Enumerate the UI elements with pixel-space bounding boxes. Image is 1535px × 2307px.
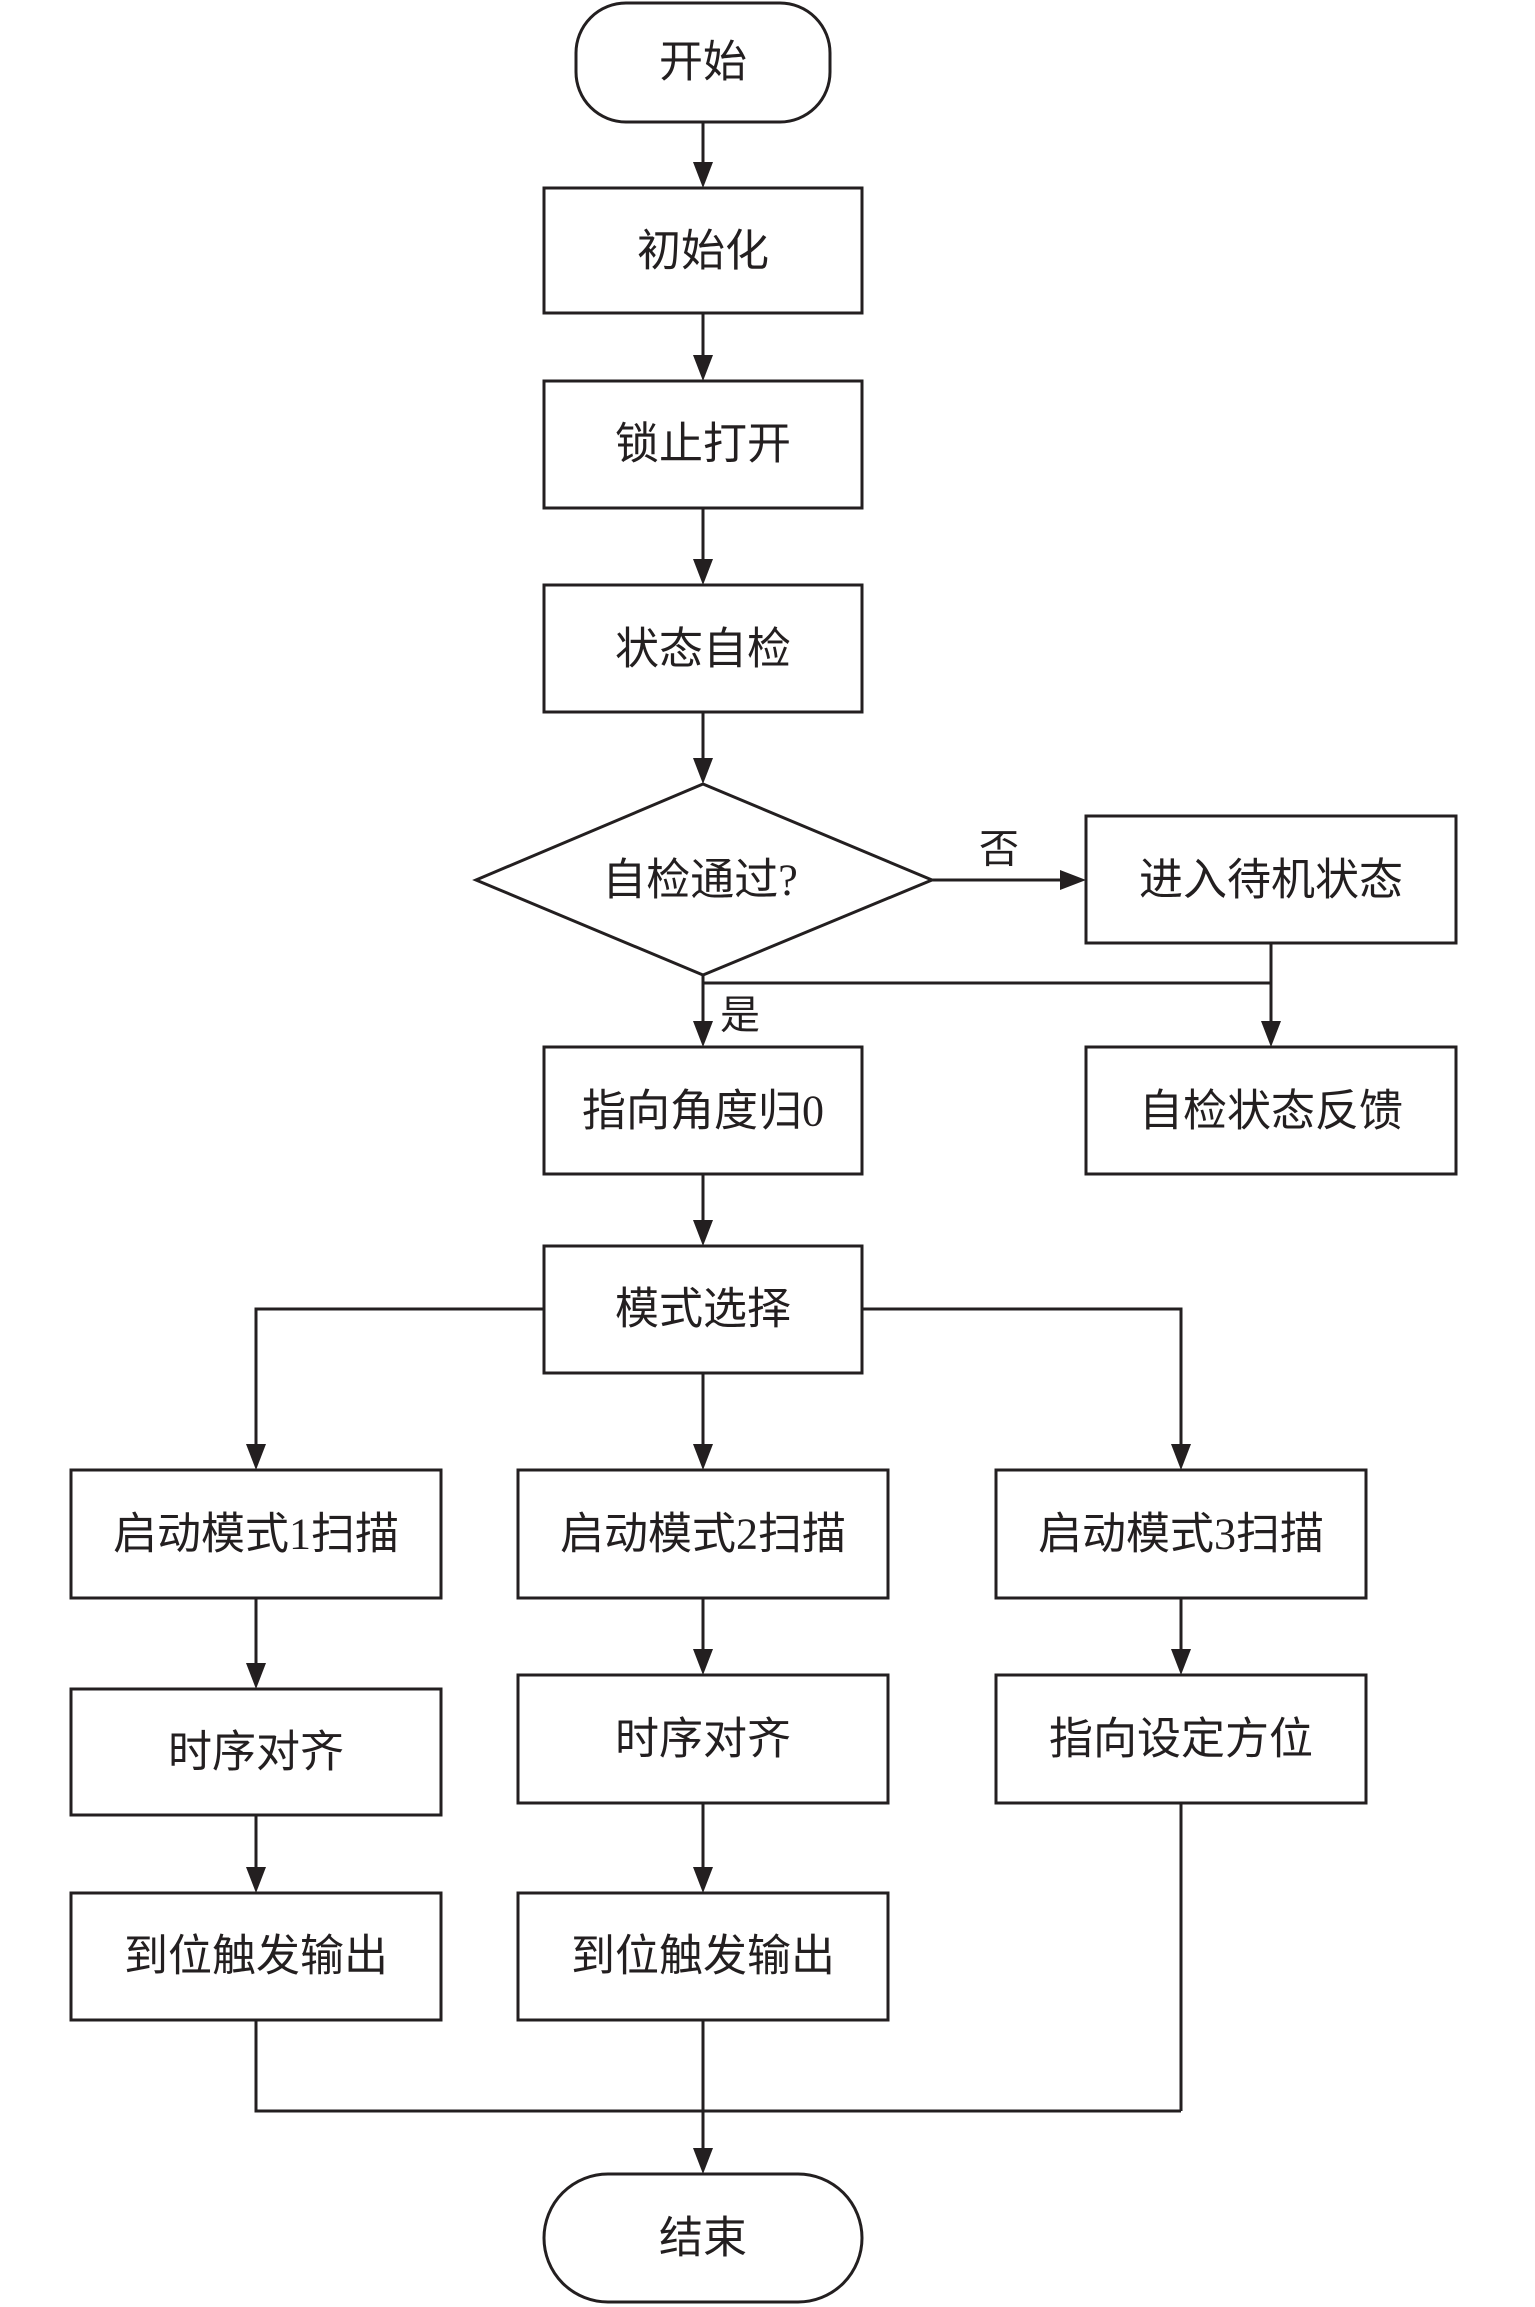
node-init: 初始化 bbox=[542, 186, 864, 315]
node-mode3-label: 启动模式3扫描 bbox=[1038, 1510, 1324, 1559]
edge-timing2-to-trigger2 bbox=[693, 1803, 713, 1893]
node-mode2-label: 启动模式2扫描 bbox=[560, 1510, 846, 1559]
node-unlock-label: 锁止打开 bbox=[615, 420, 791, 469]
node-mode1: 启动模式1扫描 bbox=[69, 1468, 443, 1600]
node-feedback-label: 自检状态反馈 bbox=[1139, 1087, 1403, 1136]
edge-timing1-to-trigger1 bbox=[246, 1815, 266, 1893]
node-mode3: 启动模式3扫描 bbox=[994, 1468, 1368, 1600]
node-timing1-label: 时序对齐 bbox=[168, 1728, 344, 1777]
arrowhead bbox=[693, 355, 713, 381]
arrowhead bbox=[693, 1649, 713, 1675]
node-decision-label: 自检通过? bbox=[602, 856, 798, 905]
node-timing2-label: 时序对齐 bbox=[615, 1715, 791, 1764]
node-feedback: 自检状态反馈 bbox=[1084, 1045, 1458, 1176]
edge-mode-select-to-mode1 bbox=[246, 1307, 544, 1470]
node-trigger2-label: 到位触发输出 bbox=[571, 1932, 835, 1981]
edge-mode-select-to-mode3 bbox=[862, 1307, 1191, 1470]
edge-check-to-decision bbox=[693, 712, 713, 784]
node-start: 开始 bbox=[574, 1, 832, 124]
node-end: 结束 bbox=[542, 2172, 864, 2304]
arrowhead bbox=[246, 1444, 266, 1470]
arrowhead bbox=[246, 1867, 266, 1893]
arrowhead bbox=[1060, 870, 1086, 890]
edge-trigger1-to-merge bbox=[254, 2020, 1181, 2113]
arrowhead bbox=[693, 1444, 713, 1470]
arrowhead bbox=[693, 2148, 713, 2174]
edge-mode1-to-timing1 bbox=[246, 1598, 266, 1689]
arrowhead bbox=[693, 758, 713, 784]
node-orient-label: 指向设定方位 bbox=[1049, 1715, 1313, 1764]
edge-decision-yes-to-zero bbox=[693, 975, 713, 1047]
node-trigger1-label: 到位触发输出 bbox=[124, 1932, 388, 1981]
node-unlock: 锁止打开 bbox=[542, 379, 864, 510]
arrowhead bbox=[1171, 1649, 1191, 1675]
edge-init-to-unlock bbox=[693, 313, 713, 381]
edge-mode3-to-orient bbox=[1171, 1598, 1191, 1675]
node-zero-label: 指向角度归0 bbox=[582, 1087, 824, 1136]
node-trigger1: 到位触发输出 bbox=[69, 1891, 443, 2022]
node-mode-select-label: 模式选择 bbox=[615, 1285, 791, 1334]
node-standby-label: 进入待机状态 bbox=[1139, 856, 1403, 905]
edge-zero-to-mode-select bbox=[693, 1174, 713, 1246]
node-mode2: 启动模式2扫描 bbox=[516, 1468, 890, 1600]
node-standby: 进入待机状态 bbox=[1084, 814, 1458, 945]
arrowhead bbox=[1171, 1444, 1191, 1470]
arrowhead bbox=[693, 559, 713, 585]
edge-decision-no-to-standby bbox=[932, 870, 1086, 890]
node-trigger2: 到位触发输出 bbox=[516, 1891, 890, 2022]
edge-standby-to-feedback bbox=[1261, 943, 1281, 1047]
node-timing1: 时序对齐 bbox=[69, 1687, 443, 1817]
node-mode1-label: 启动模式1扫描 bbox=[113, 1510, 399, 1559]
arrowhead bbox=[693, 1867, 713, 1893]
node-self-check: 状态自检 bbox=[542, 583, 864, 714]
edge-trigger2-to-end bbox=[693, 2020, 713, 2174]
edge-start-to-init bbox=[693, 122, 713, 188]
node-decision: 自检通过? bbox=[472, 782, 936, 977]
edge-mode2-to-timing2 bbox=[693, 1598, 713, 1675]
node-mode-select: 模式选择 bbox=[542, 1244, 864, 1375]
node-end-label: 结束 bbox=[659, 2214, 747, 2263]
node-zero: 指向角度归0 bbox=[542, 1045, 864, 1176]
edge-unlock-to-check bbox=[693, 508, 713, 585]
arrowhead bbox=[693, 162, 713, 188]
node-timing2: 时序对齐 bbox=[516, 1673, 890, 1805]
edge-label-no: 否 bbox=[979, 827, 1019, 872]
edges bbox=[246, 122, 1281, 2174]
edge-mode-select-to-mode2 bbox=[693, 1373, 713, 1470]
node-init-label: 初始化 bbox=[637, 227, 769, 276]
arrowhead bbox=[1261, 1021, 1281, 1047]
arrowhead bbox=[693, 1220, 713, 1246]
node-self-check-label: 状态自检 bbox=[615, 625, 791, 674]
arrowhead bbox=[693, 1021, 713, 1047]
arrowhead bbox=[246, 1663, 266, 1689]
node-start-label: 开始 bbox=[659, 38, 747, 87]
node-orient: 指向设定方位 bbox=[994, 1673, 1368, 1805]
edge-label-yes: 是 bbox=[720, 993, 760, 1038]
